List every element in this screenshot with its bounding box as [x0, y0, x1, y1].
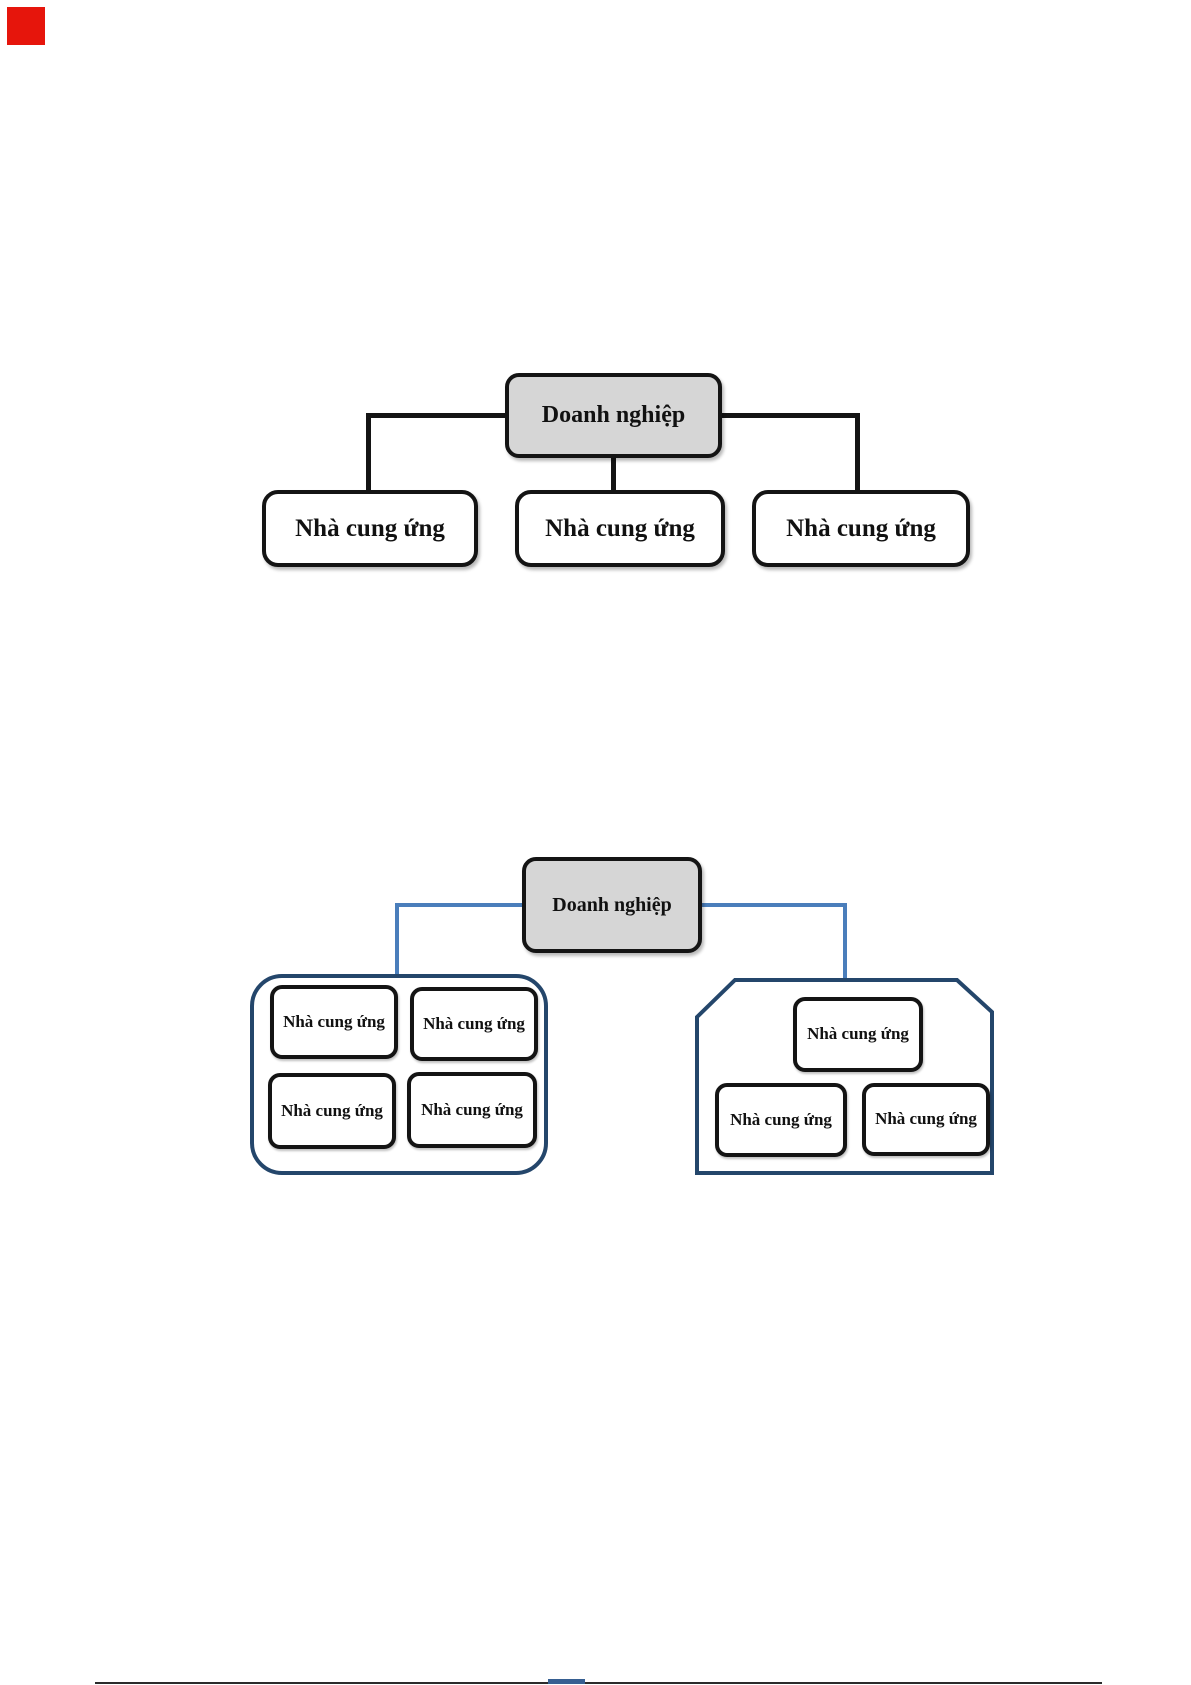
cluster1-supplier-box-3: Nhà cung ứng — [268, 1073, 396, 1149]
cluster2-supplier-box-1: Nhà cung ứng — [793, 997, 923, 1072]
supplier-box-3: Nhà cung ứng — [752, 490, 970, 567]
connector-blue-right-vertical — [843, 903, 847, 983]
connector-black-left-vertical — [366, 413, 371, 493]
cluster1-supplier-box-4: Nhà cung ứng — [407, 1072, 537, 1148]
supplier-label: Nhà cung ứng — [875, 1109, 977, 1129]
enterprise-root-box-1: Doanh nghiệp — [505, 373, 722, 458]
supplier-label: Nhà cung ứng — [421, 1099, 523, 1119]
cluster2-supplier-box-2: Nhà cung ứng — [715, 1083, 847, 1157]
enterprise-root-box-2: Doanh nghiệp — [522, 857, 702, 953]
supplier-label: Nhà cung ứng — [807, 1024, 909, 1044]
connector-blue-left-horizontal — [395, 903, 525, 907]
connector-black-right-horizontal — [720, 413, 860, 418]
supplier-label: Nhà cung ứng — [283, 1011, 385, 1031]
supplier-box-2: Nhà cung ứng — [515, 490, 725, 567]
supplier-box-1: Nhà cung ứng — [262, 490, 478, 567]
connector-black-left-horizontal — [366, 413, 508, 418]
connector-blue-left-vertical — [395, 903, 399, 977]
supplier-label: Nhà cung ứng — [545, 514, 695, 542]
connector-blue-right-horizontal — [700, 903, 847, 907]
cluster1-supplier-box-2: Nhà cung ứng — [410, 987, 538, 1061]
supplier-label: Nhà cung ứng — [730, 1109, 832, 1129]
cluster2-supplier-box-3: Nhà cung ứng — [862, 1083, 990, 1156]
supplier-label: Nhà cung ứng — [423, 1013, 525, 1033]
enterprise-root-label-2: Doanh nghiệp — [552, 894, 672, 916]
cluster1-supplier-box-1: Nhà cung ứng — [270, 985, 398, 1059]
enterprise-root-label-1: Doanh nghiệp — [541, 402, 686, 429]
red-corner-mark — [7, 7, 45, 45]
supplier-label: Nhà cung ứng — [295, 514, 445, 542]
supplier-label: Nhà cung ứng — [786, 514, 936, 542]
connector-black-right-vertical — [855, 413, 860, 495]
footer-center-dash — [548, 1679, 585, 1684]
connector-black-middle-vertical — [611, 454, 616, 494]
footer-rule — [95, 1682, 1102, 1684]
supplier-label: Nhà cung ứng — [281, 1100, 383, 1120]
